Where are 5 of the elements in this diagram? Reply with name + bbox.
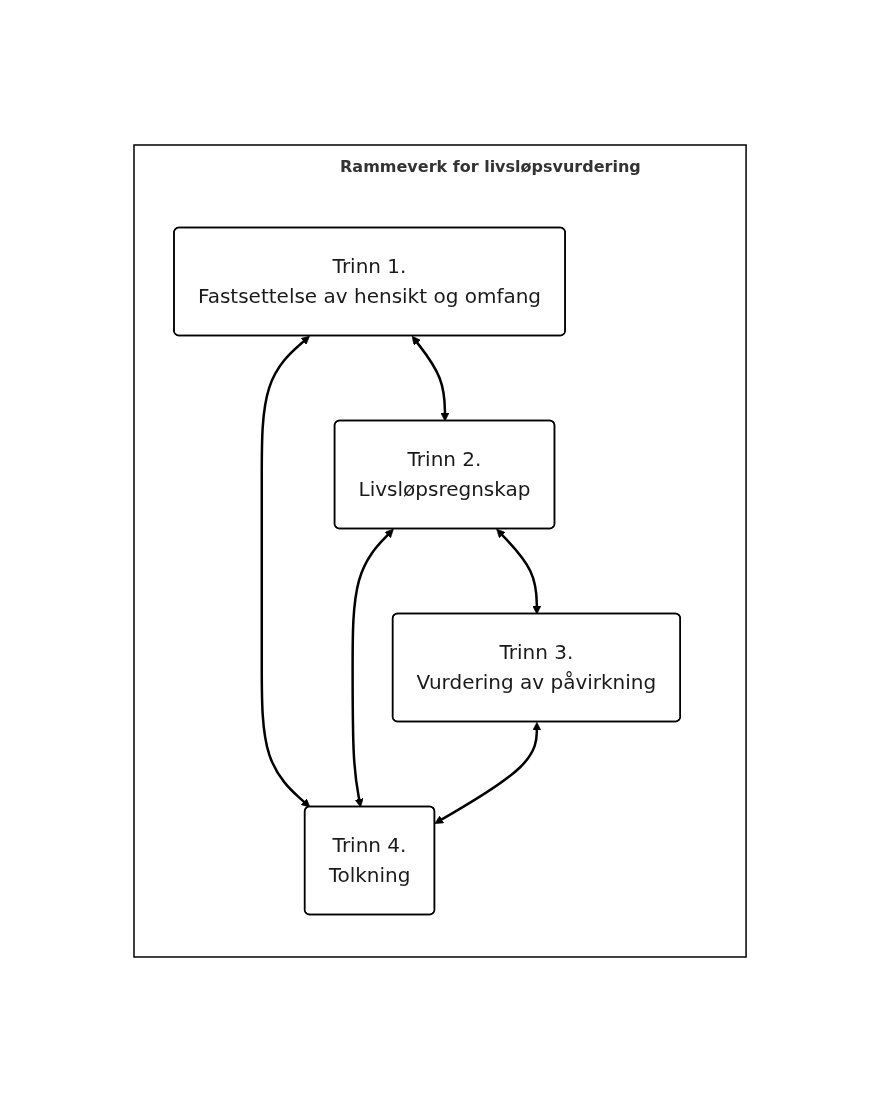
arrow	[351, 528, 394, 808]
arrow	[434, 722, 542, 824]
arrow	[496, 528, 542, 615]
arrow	[411, 335, 450, 422]
arrow	[260, 335, 311, 808]
